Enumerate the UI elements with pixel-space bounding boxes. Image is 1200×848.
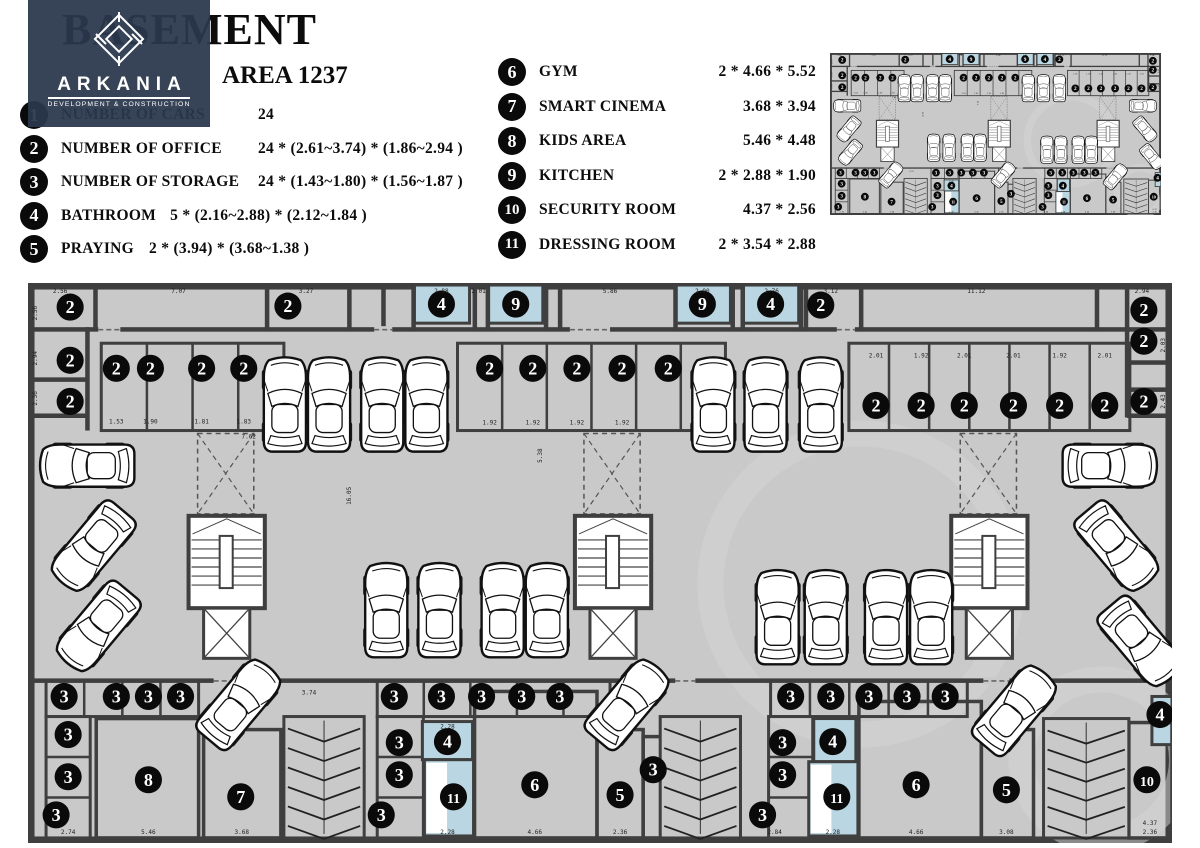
mini-plan-thumbnail	[830, 53, 1161, 215]
legend-label: KITCHEN	[539, 166, 615, 184]
legend-item-4: 4 BATHROOM 5 * (2.16~2.88) * (2.12~1.84 )	[20, 201, 463, 230]
legend-item-10: 10 SECURITY ROOM 4.37 * 2.56	[498, 196, 816, 224]
legend-number-badge: 9	[498, 161, 526, 190]
legend-item-8: 8 KIDS AREA 5.46 * 4.48	[498, 127, 816, 155]
legend-item-6: 6 GYM 2 * 4.66 * 5.52	[498, 58, 816, 86]
legend-label: NUMBER OF OFFICE	[61, 139, 222, 157]
legend-label: PRAYING	[61, 240, 135, 257]
logo-diamond-icon	[93, 12, 145, 66]
legend-label: SMART CINEMA	[539, 97, 667, 115]
legend-value: 5 * (2.16~2.88) * (2.12~1.84 )	[170, 206, 368, 224]
legend-number-badge: 10	[498, 196, 526, 224]
legend-value: 5.46 * 4.48	[742, 132, 816, 149]
legend-item-7: 7 SMART CINEMA 3.68 * 3.94	[498, 92, 816, 121]
legend-value: 2 * 2.88 * 1.90	[718, 166, 816, 184]
legend-item-3: 3 NUMBER OF STORAGE 24 * (1.43~1.80) * (1.…	[20, 168, 463, 196]
legend-number-badge: 11	[498, 230, 526, 259]
legend-label: BATHROOM	[61, 206, 157, 224]
legend-label: SECURITY ROOM	[539, 201, 677, 218]
legend-value: 3.68 * 3.94	[742, 97, 816, 115]
legend-value: 2 * 4.66 * 5.52	[718, 63, 816, 80]
legend-number-badge: 8	[498, 127, 526, 155]
legend-number-badge: 2	[20, 134, 48, 163]
legend-item-2: 2 NUMBER OF OFFICE 24 * (2.61~3.74) * (1.8…	[20, 134, 463, 163]
legend-value: 4.37 * 2.56	[742, 201, 816, 218]
legend-item-9: 9 KITCHEN 2 * 2.88 * 1.90	[498, 161, 816, 190]
legend-value: 2 * 3.54 * 2.88	[718, 235, 816, 253]
legend-label: KIDS AREA	[539, 132, 627, 149]
legend-value: 2 * (3.94) * (3.68~1.38 )	[149, 240, 310, 257]
logo-tagline-text: DEVELOPMENT & CONSTRUCTION	[47, 97, 191, 108]
legend-right-column: 6 GYM 2 * 4.66 * 5.52 7 SMART CINEMA 3.68 * 3…	[498, 58, 816, 265]
area-label: AREA 1237	[222, 62, 348, 89]
legend-label: DRESSING ROOM	[539, 235, 676, 253]
main-floor-plan	[28, 283, 1172, 843]
logo-brand-text: ARKANIA	[57, 74, 187, 95]
legend-value: 24 * (2.61~3.74) * (1.86~2.94 )	[258, 139, 463, 157]
legend-number-badge: 7	[498, 92, 526, 121]
legend-number-badge: 4	[20, 201, 48, 230]
company-logo: ARKANIA DEVELOPMENT & CONSTRUCTION	[28, 0, 210, 127]
legend-label: GYM	[539, 63, 578, 80]
legend-item-11: 11 DRESSING ROOM 2 * 3.54 * 2.88	[498, 230, 816, 259]
legend-number-badge: 5	[20, 235, 48, 263]
legend-value: 24 * (1.43~1.80) * (1.56~1.87 )	[258, 173, 463, 190]
legend-number-badge: 6	[498, 58, 526, 86]
legend-number-badge: 3	[20, 168, 48, 196]
legend-item-5: 5 PRAYING 2 * (3.94) * (3.68~1.38 )	[20, 235, 463, 263]
legend-label: NUMBER OF STORAGE	[61, 173, 240, 190]
legend-value: 24	[258, 106, 275, 123]
